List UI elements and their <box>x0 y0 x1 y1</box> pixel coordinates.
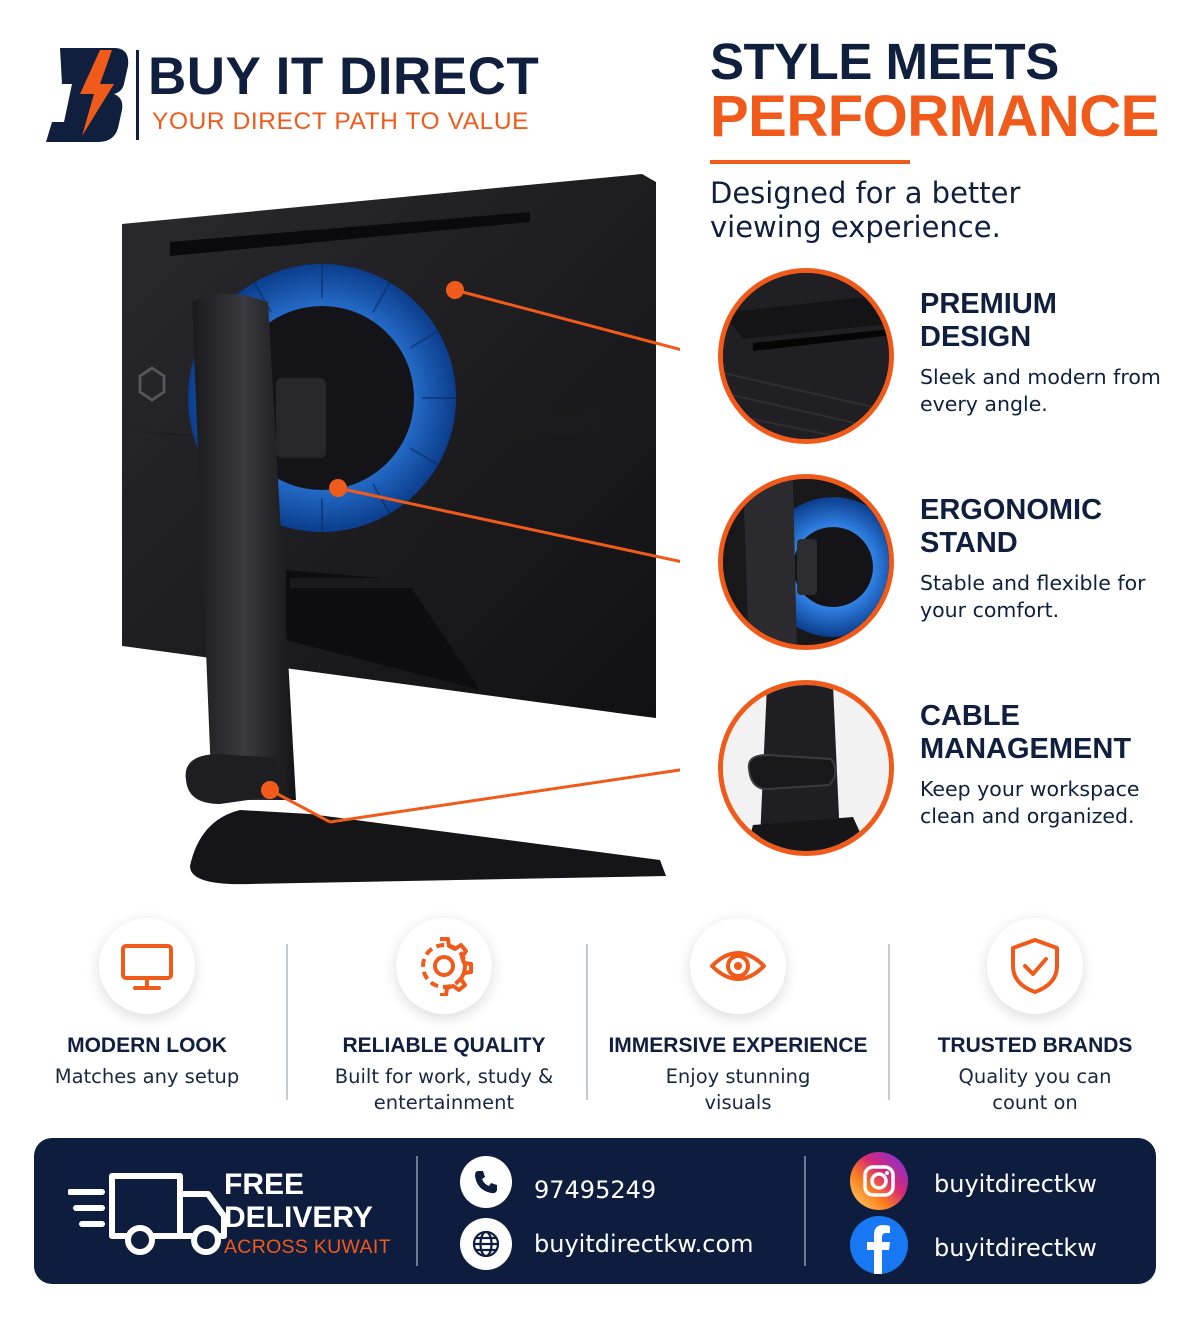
headline-line-2: PERFORMANCE <box>710 84 1159 149</box>
free-delivery-line-1: FREE <box>224 1168 305 1201</box>
footer-divider <box>804 1156 806 1266</box>
feature-title: CABLE MANAGEMENT <box>920 700 1132 765</box>
benefit-divider <box>586 944 588 1100</box>
feature-cable-management: CABLE MANAGEMENT Keep your workspace cle… <box>718 680 1168 860</box>
headline-subtitle: Designed for a better viewing experience… <box>710 176 1021 244</box>
monitor-back-image <box>122 174 680 885</box>
gear-icon <box>396 918 492 1014</box>
benefit-divider <box>888 944 890 1100</box>
feature-title: PREMIUM DESIGN <box>920 288 1057 353</box>
feature-desc: Sleek and modern from every angle. <box>920 365 1161 416</box>
benefit-desc: Quality you can count on <box>958 1065 1112 1114</box>
cable-clip-detail-icon <box>718 680 894 856</box>
feature-ergonomic-stand: ERGONOMIC STAND Stable and flexible for … <box>718 474 1168 654</box>
callout-lines <box>261 281 680 824</box>
lightning-b-logo-icon <box>46 48 129 142</box>
stand-fan-detail-icon <box>718 474 894 650</box>
footer-divider <box>416 1156 418 1266</box>
facebook-handle[interactable]: buyitdirectkw <box>934 1234 1097 1262</box>
free-delivery-line-2: DELIVERY <box>224 1201 373 1234</box>
free-delivery-label: FREE DELIVERY <box>224 1168 373 1234</box>
headline-block: STYLE MEETS PERFORMANCE Designed for a b… <box>710 36 1170 244</box>
monitor-back-detail-icon <box>718 268 894 444</box>
benefit-title: IMMERSIVE EXPERIENCE <box>608 1034 868 1057</box>
phone-number[interactable]: 97495249 <box>534 1176 657 1204</box>
delivery-truck-icon <box>68 1173 227 1255</box>
benefit-desc: Matches any setup <box>54 1065 240 1088</box>
facebook-icon[interactable] <box>850 1216 908 1274</box>
globe-icon <box>460 1218 512 1270</box>
brand-logo: BUY IT DIRECT YOUR DIRECT PATH TO VALUE <box>44 44 564 148</box>
logo-divider <box>136 50 139 140</box>
benefit-trusted-brands: TRUSTED BRANDS Quality you can count on <box>885 918 1185 1116</box>
benefit-desc: Built for work, study & entertainment <box>334 1065 554 1114</box>
headline-underline <box>710 160 910 164</box>
instagram-handle[interactable]: buyitdirectkw <box>934 1170 1097 1198</box>
phone-icon <box>460 1156 512 1208</box>
benefit-immersive-experience: IMMERSIVE EXPERIENCE Enjoy stunning visu… <box>588 918 888 1116</box>
instagram-icon[interactable] <box>850 1152 908 1210</box>
benefit-title: RELIABLE QUALITY <box>342 1034 546 1057</box>
headline-line-1: STYLE MEETS <box>710 33 1059 90</box>
monitor-icon <box>99 918 195 1014</box>
eye-icon <box>690 918 786 1014</box>
benefit-modern-look: MODERN LOOK Matches any setup <box>0 918 297 1090</box>
brand-name: BUY IT DIRECT <box>148 47 540 106</box>
contact-footer: FREE DELIVERY ACROSS KUWAIT 97495249 buy… <box>34 1138 1156 1284</box>
shield-check-icon <box>987 918 1083 1014</box>
feature-desc: Keep your workspace clean and organized. <box>920 777 1140 828</box>
feature-premium-design: PREMIUM DESIGN Sleek and modern from eve… <box>718 268 1168 448</box>
benefit-title: MODERN LOOK <box>67 1034 227 1057</box>
benefit-divider <box>286 944 288 1100</box>
benefit-reliable-quality: RELIABLE QUALITY Built for work, study &… <box>294 918 594 1116</box>
benefit-desc: Enjoy stunning visuals <box>665 1065 811 1114</box>
delivery-area: ACROSS KUWAIT <box>224 1236 391 1258</box>
benefit-title: TRUSTED BRANDS <box>937 1034 1133 1057</box>
feature-title: ERGONOMIC STAND <box>920 494 1103 559</box>
website-link[interactable]: buyitdirectkw.com <box>534 1230 754 1258</box>
feature-desc: Stable and flexible for your comfort. <box>920 571 1146 622</box>
brand-tagline: YOUR DIRECT PATH TO VALUE <box>152 108 530 135</box>
